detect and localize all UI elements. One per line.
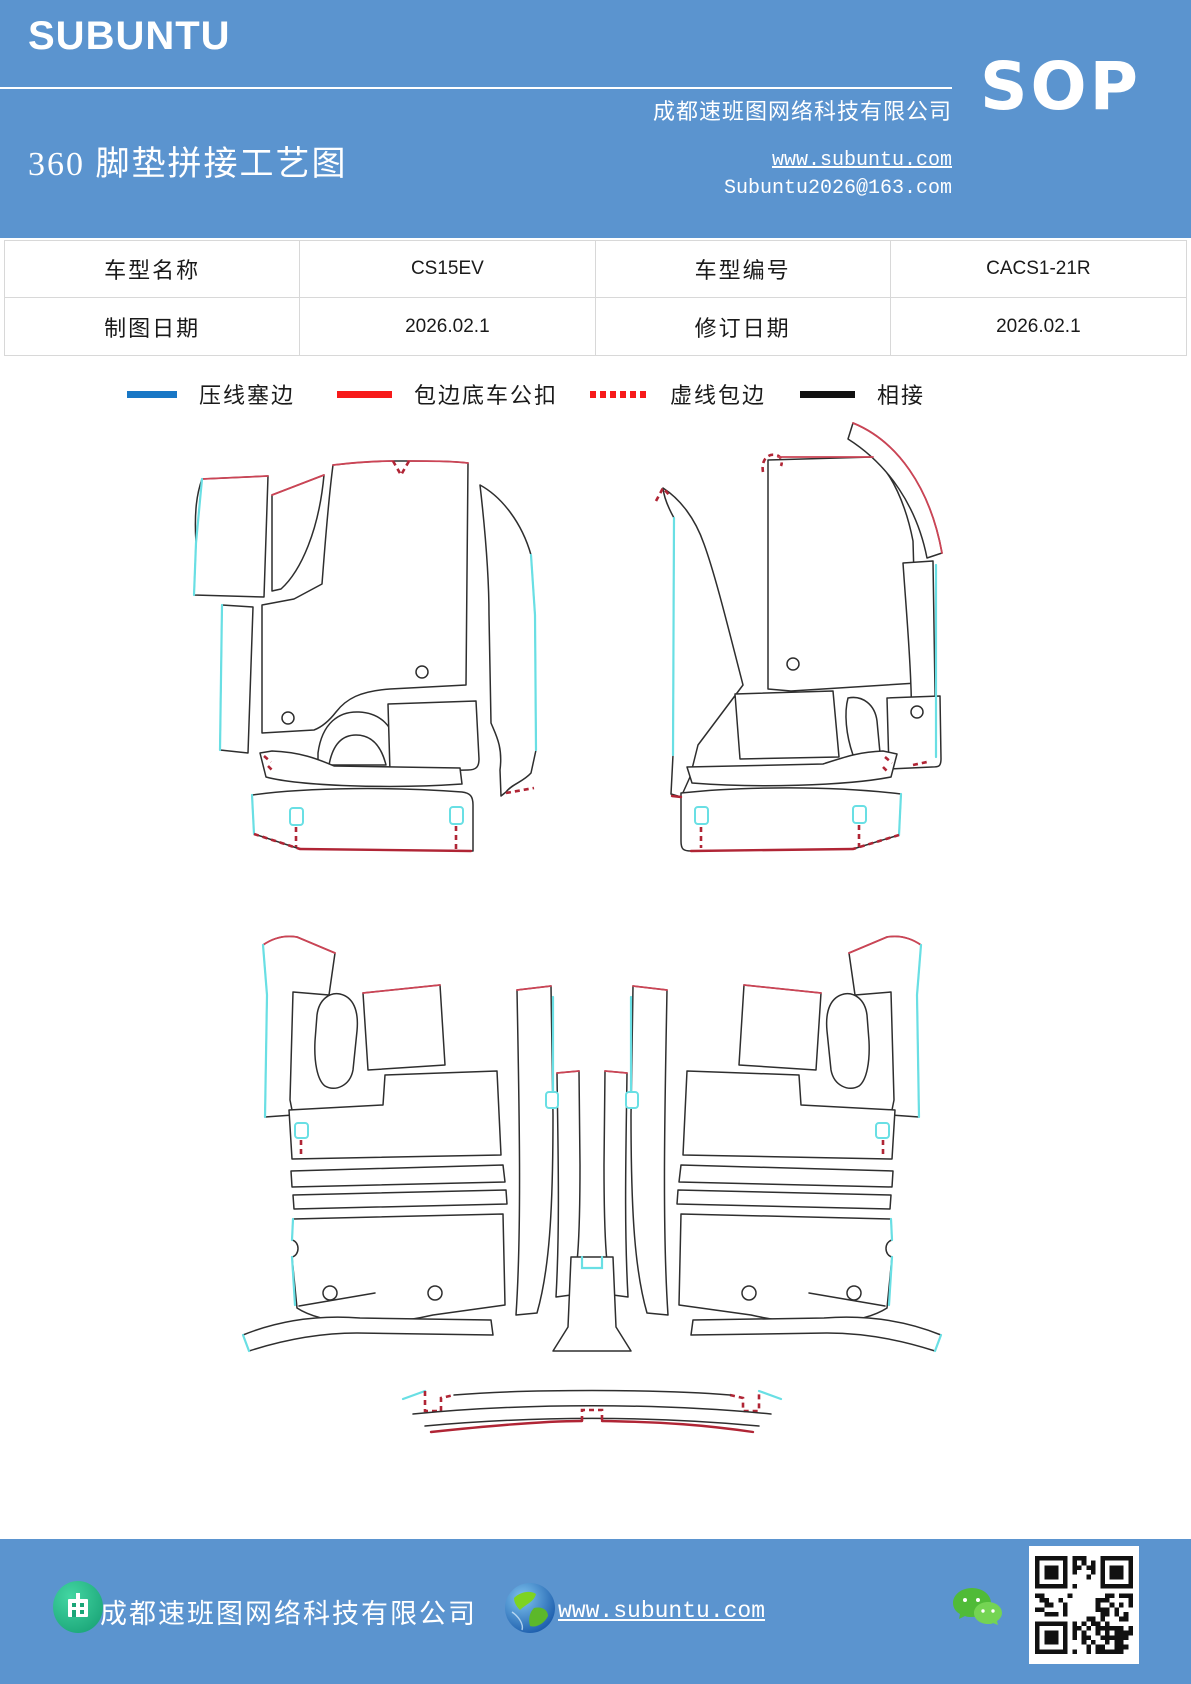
qr-code: [1029, 1546, 1139, 1664]
page-title: 360 脚垫拼接工艺图: [28, 146, 348, 183]
lower-right-piece: [887, 696, 941, 769]
front-right-colored-edges: [656, 423, 942, 851]
sill-strip-piece: [480, 485, 536, 796]
footer-website-link[interactable]: www.subuntu.com: [558, 1598, 766, 1624]
fixing-hole: [787, 658, 799, 670]
main-mat-piece: [768, 457, 917, 691]
blue-line-swatch: [127, 390, 177, 398]
mid-band-piece: [289, 1071, 501, 1159]
front-left-colored-edges: [194, 461, 536, 851]
thin-band-piece: [293, 1190, 507, 1209]
lower-right-piece: [388, 701, 479, 772]
header-banner: SUBUNTU 360 脚垫拼接工艺图 成都速班图网络科技有限公司 www.su…: [0, 0, 1191, 238]
subuntu-logo: SUBUNTU: [28, 14, 231, 58]
vehicle-name-value: CS15EV: [300, 241, 596, 298]
footer-company-name: 成都速班图网络科技有限公司: [100, 1599, 477, 1629]
header-divider: [0, 87, 952, 89]
wedge-piece: [272, 475, 324, 591]
legend-item-dashed-edge: 虚线包边: [590, 378, 766, 410]
revise-date-value: 2026.02.1: [996, 315, 1081, 337]
cyan-tab: [295, 1123, 308, 1138]
tunnel-strip-inner: [556, 1071, 580, 1297]
fixing-hole: [416, 666, 428, 678]
rocker-swoosh-piece: [687, 751, 897, 786]
rear-right-half: [602, 935, 943, 1353]
header-company-name: 成都速班图网络科技有限公司: [652, 99, 952, 124]
legend-item-press-edge: 压线塞边: [127, 378, 295, 410]
rear-center-pieces: [403, 1257, 781, 1432]
legend-label: 压线塞边: [199, 383, 296, 408]
cyan-tab: [450, 807, 463, 824]
header-email: Subuntu2026@163.com: [723, 177, 952, 200]
fixing-hole: [282, 712, 294, 724]
small-corner-piece: [194, 476, 268, 597]
bottom-strip-piece: [252, 789, 473, 851]
black-line-swatch: [800, 390, 855, 398]
cyan-tab: [853, 806, 866, 823]
center-pedestal-piece: [553, 1257, 631, 1351]
legend-label: 相接: [877, 383, 926, 408]
fixing-hole: [911, 706, 923, 718]
arch-window: [329, 735, 386, 765]
legend-item-join: 相接: [800, 378, 925, 410]
sop-label: SOP: [979, 48, 1141, 125]
header-website-link[interactable]: www.subuntu.com: [771, 149, 952, 172]
top-trapezoid-piece: [363, 985, 445, 1070]
trapezoid-window-piece: [735, 691, 839, 759]
egg-piece: [315, 994, 358, 1089]
bottom-swoosh-piece: [243, 1317, 493, 1351]
draw-date-value: 2026.02.1: [300, 298, 596, 355]
legend-item-bind-edge: 包边底车公扣: [337, 378, 558, 410]
fixing-hole: [428, 1286, 442, 1300]
revise-date-label: 修订日期: [596, 298, 891, 355]
rear-left-half: [243, 936, 580, 1351]
vehicle-code-value: CACS1-21R: [890, 241, 1186, 298]
draw-date-label: 制图日期: [5, 298, 301, 355]
cyan-tab: [695, 807, 708, 824]
building-icon: [53, 1581, 103, 1633]
cyan-tab: [546, 1092, 558, 1108]
vehicle-info-table: 车型名称 CS15EV 车型编号 CACS1-21R 制图日期 2026.02.…: [4, 240, 1187, 356]
front-left-pieces: [194, 461, 536, 851]
bottom-strip-piece: [681, 788, 901, 851]
front-right-pieces: [663, 423, 942, 851]
red-dotted-line-swatch: [590, 390, 648, 398]
hook-strip-piece: [663, 488, 743, 797]
rear-mat-piece: [292, 1214, 505, 1323]
figure-front-right-mat: [595, 415, 945, 865]
vehicle-name-label: 车型名称: [5, 241, 301, 298]
legend-label: 虚线包边: [670, 383, 767, 408]
globe-icon: [505, 1583, 555, 1633]
rocker-swoosh-piece: [260, 751, 462, 786]
figure-front-left-mat: [150, 415, 555, 865]
figure-rear-mat-set: [235, 935, 943, 1445]
vehicle-code-label: 车型编号: [595, 241, 891, 298]
fixing-hole: [323, 1286, 337, 1300]
legend-label: 包边底车公扣: [414, 383, 559, 408]
cyan-tab: [290, 808, 303, 825]
wechat-icon: [953, 1588, 1002, 1625]
thin-band-piece: [291, 1165, 505, 1187]
line-legend: 压线塞边 包边底车公扣 虚线包边 相接: [0, 378, 1191, 408]
teardrop-piece: [846, 697, 880, 755]
red-line-swatch: [337, 390, 392, 398]
tunnel-strip-outer: [516, 986, 553, 1315]
mat-fold-line: [299, 1293, 375, 1306]
left-strip-piece: [220, 605, 253, 753]
